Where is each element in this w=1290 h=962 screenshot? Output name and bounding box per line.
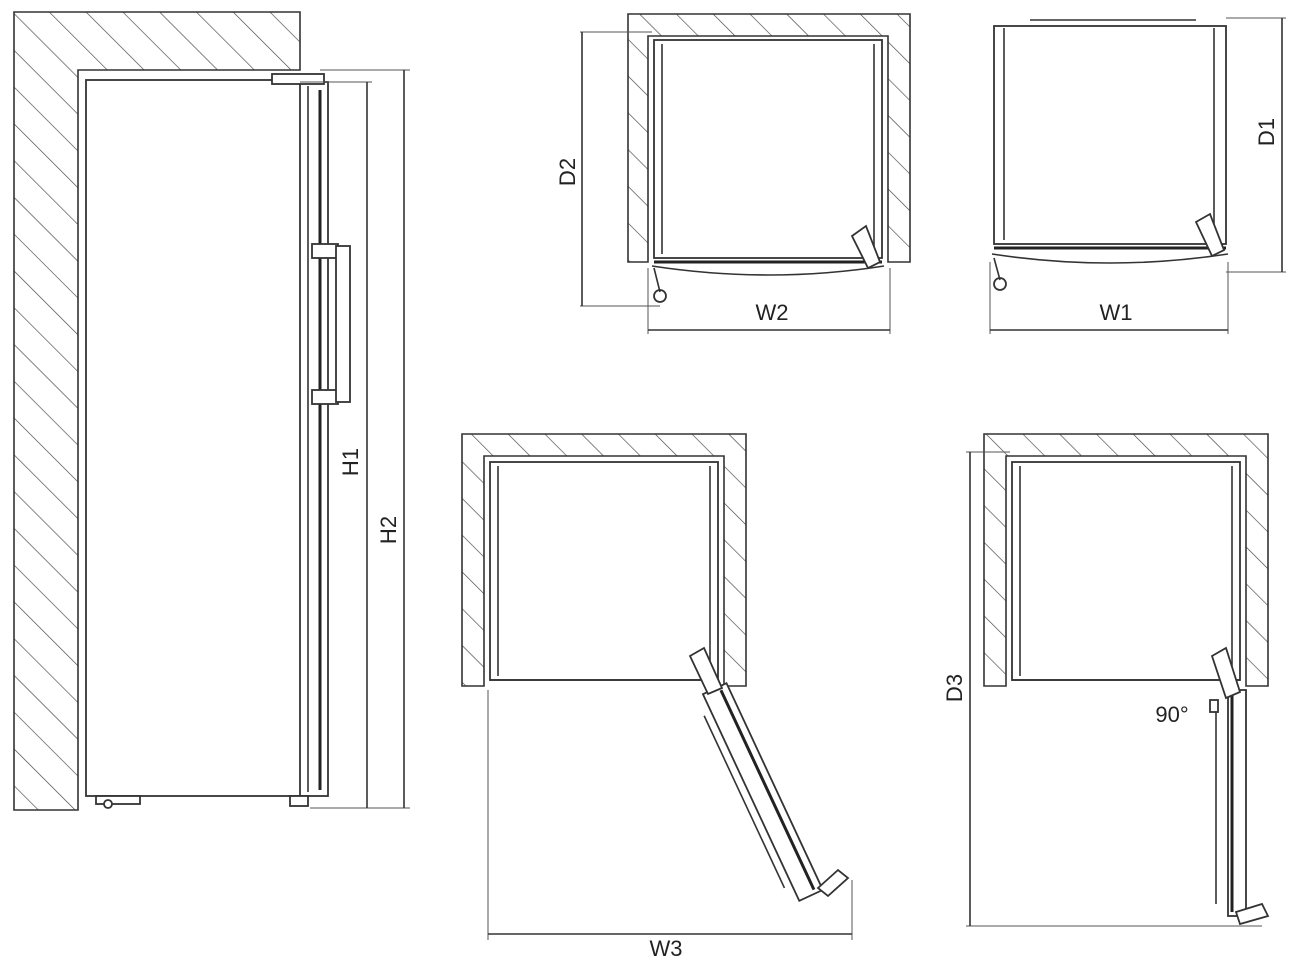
top-view-door-open-wide: W3 — [461, 433, 853, 961]
top-view-door-open-90-wall — [983, 433, 1269, 687]
dimension-label-d1: D1 — [1254, 118, 1279, 146]
top-view-recessed: D2 W2 — [555, 13, 911, 334]
top-view-recessed-wall — [627, 13, 911, 263]
top-view-door-open-90-door — [1209, 689, 1247, 917]
dimension-label-h2: H2 — [376, 516, 401, 544]
side-view-feet — [95, 795, 309, 809]
angle-label: 90° — [1155, 702, 1188, 727]
side-view-top-hinge — [271, 73, 325, 85]
dimension-label-h1: H1 — [338, 448, 363, 476]
top-view-door-open-wide-wall — [461, 433, 747, 687]
side-view-door — [299, 81, 329, 797]
dimension-label-d3: D3 — [942, 674, 967, 702]
dimension-label-d2: D2 — [555, 158, 580, 186]
side-view: H1 H2 — [13, 11, 410, 811]
top-view-recessed-fridge — [653, 39, 883, 259]
top-view-door-open-wide-handle-bottom — [816, 868, 850, 898]
side-view-wall — [13, 11, 301, 811]
top-view-door-open-90-fridge — [1011, 461, 1241, 681]
side-view-handle — [311, 243, 351, 405]
top-view-door-open-90: D3 90° — [942, 433, 1270, 927]
top-view-door-open-wide-door — [701, 682, 825, 903]
dimension-label-w1: W1 — [1100, 300, 1133, 325]
side-view-fridge-body — [85, 79, 309, 797]
side-view-dimensions — [300, 69, 410, 809]
top-view-freestanding-handle — [1194, 212, 1226, 258]
dimension-label-w2: W2 — [756, 300, 789, 325]
top-view-door-open-wide-fridge — [489, 461, 719, 681]
top-view-door-open-wide-handle-top — [688, 646, 724, 696]
top-view-freestanding-fridge — [993, 25, 1227, 245]
top-view-freestanding: D1 W1 — [989, 17, 1286, 334]
dimension-label-w3: W3 — [650, 936, 683, 961]
top-view-door-open-90-handle — [1210, 646, 1242, 700]
top-view-recessed-handle — [850, 224, 882, 270]
